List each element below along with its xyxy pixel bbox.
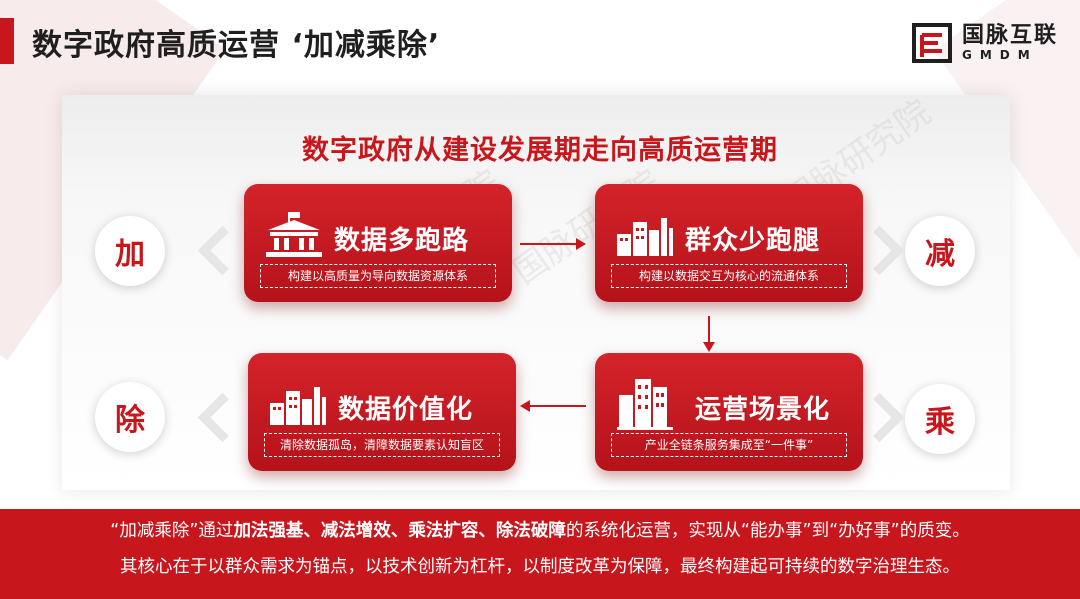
arrow-left-icon xyxy=(520,400,586,412)
company-logo: 国脉互联 GMDM xyxy=(910,20,1058,66)
footer-line-1-end: 的系统化运营，实现从“能办事”到“办好事”的质变。 xyxy=(565,521,970,541)
arrow-down-icon xyxy=(703,316,715,352)
city-buildings-icon xyxy=(617,379,673,430)
factory-icon xyxy=(270,387,326,425)
card-title: 数据价值化 xyxy=(338,395,474,425)
footer-line-1-highlight: 加法强基、减法增效、乘法扩容、除法破障 xyxy=(233,521,566,541)
government-building-icon xyxy=(266,212,322,257)
card-operation-scenario: 运营场景化 产业全链条服务集成至“一件事” xyxy=(595,353,863,471)
card-description: 构建以数据交互为核心的流通体系 xyxy=(611,264,847,288)
factory-icon xyxy=(617,218,673,256)
card-data-valorization: 数据价值化 清除数据孤岛，清障数据要素认知盲区 xyxy=(248,353,516,471)
footer-banner xyxy=(0,509,1080,599)
side-circle-add: 加 xyxy=(95,216,165,286)
logo-english-name: GMDM xyxy=(961,48,1038,62)
side-circle-multiply: 乘 xyxy=(905,384,975,454)
arrow-right-icon xyxy=(520,238,586,250)
card-title: 数据多跑路 xyxy=(334,226,470,256)
card-description: 构建以高质量为导向数据资源体系 xyxy=(260,264,496,288)
gmdm-logo-icon xyxy=(911,23,952,63)
page-title: 数字政府高质运营 ‘加减乘除’ xyxy=(32,28,441,63)
card-title: 群众少跑腿 xyxy=(685,226,821,256)
footer-line-1: “加减乘除”通过加法强基、减法增效、乘法扩容、除法破障的系统化运营，实现从“能办… xyxy=(0,517,1080,542)
side-circle-subtract: 减 xyxy=(905,216,975,286)
logo-text-group: 国脉互联 GMDM xyxy=(961,23,1058,63)
card-description: 清除数据孤岛，清障数据要素认知盲区 xyxy=(264,433,500,457)
card-less-running-for-people: 群众少跑腿 构建以数据交互为核心的流通体系 xyxy=(595,184,863,302)
card-description: 产业全链条服务集成至“一件事” xyxy=(611,433,847,457)
footer-line-2: 其核心在于以群众需求为锚点，以技术创新为杠杆，以制度改革为保障，最终构建起可持续… xyxy=(120,557,960,577)
card-title: 运营场景化 xyxy=(695,395,831,425)
side-circle-divide: 除 xyxy=(95,382,165,452)
card-data-more-running: 数据多跑路 构建以高质量为导向数据资源体系 xyxy=(244,184,512,302)
logo-chinese-name: 国脉互联 xyxy=(961,23,1058,48)
diagram-subtitle: 数字政府从建设发展期走向高质运营期 xyxy=(302,135,778,166)
title-accent-bar xyxy=(0,18,14,64)
footer-line-1-start: “加减乘除”通过 xyxy=(110,521,234,541)
